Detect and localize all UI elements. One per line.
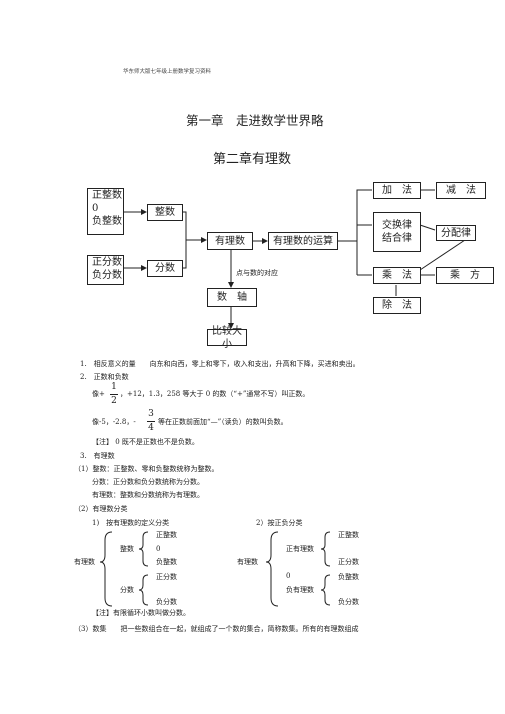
fraction-numerator: 3	[148, 409, 154, 419]
class2-negative-fraction: 负分数	[338, 598, 359, 606]
rational-operations-box: 有理数的运算	[268, 232, 338, 250]
subitem-1: （1）整数：正整数、零和负整数统称为整数。	[74, 465, 219, 473]
class2-positive-fraction: 正分数	[338, 558, 359, 566]
class1-positive-fraction: 正分数	[156, 573, 177, 581]
fraction-denominator: 2	[111, 396, 117, 406]
fraction-box: 分数	[147, 260, 183, 277]
box-line: 交换律	[382, 220, 412, 231]
class1-root: 有理数	[74, 558, 95, 566]
fraction-bar	[110, 394, 118, 395]
positive-example-text: ，+12，1.3，258 等大于 0 的数（“+”通常不写）叫正数。	[120, 390, 310, 398]
brace	[320, 531, 331, 567]
brace	[99, 531, 113, 607]
fraction-denominator: 4	[148, 423, 154, 433]
item-2: 2. 正数和负数	[80, 373, 129, 381]
fraction-bar	[147, 421, 155, 422]
box-line: 正整数	[92, 190, 122, 201]
class2-negative-integer: 负整数	[338, 573, 359, 581]
multiplication-box: 乘 法	[373, 267, 421, 284]
compare-size-box: 比较大小	[207, 326, 247, 350]
box-line: 负整数	[92, 216, 122, 227]
class1-fraction: 分数	[120, 586, 134, 594]
brace	[320, 574, 331, 606]
positive-negative-fraction-box: 正分数 负分数	[87, 255, 124, 285]
point-correspondence-label: 点与数的对应	[236, 269, 278, 277]
class1-negative-integer: 负整数	[156, 558, 177, 566]
item-1: 1. 相反意义的量 向东和向西，零上和零下，收入和支出，升高和下降，买进和卖出。	[80, 360, 360, 368]
positive-zero-negative-integer-box: 正整数 0 负整数	[87, 188, 124, 235]
class1-integer: 整数	[120, 545, 134, 553]
note-zero: 【注】 0 既不是正数也不是负数。	[92, 438, 199, 446]
class1-zero: 0	[156, 545, 161, 553]
subitem-1-fraction: 分数：正分数和负分数统称为分数。	[92, 478, 204, 486]
class2-root: 有理数	[237, 558, 258, 566]
distributive-box: 分配律	[436, 225, 476, 241]
positive-example-prefix: 像+	[92, 390, 105, 398]
classification-2-title: 2）按正负分类	[256, 519, 303, 527]
class1-negative-fraction: 负分数	[156, 598, 177, 606]
item-3: 3. 有理数	[80, 452, 115, 460]
subitem-1-rational: 有理数：整数和分数统称为有理数。	[92, 491, 204, 499]
power-box: 乘 方	[436, 267, 494, 284]
class2-positive: 正有理数	[286, 545, 314, 553]
subitem-2: （2）有理数分类	[74, 505, 128, 513]
box-line: 正分数	[92, 257, 122, 268]
rational-number-box: 有理数	[207, 232, 253, 250]
number-axis-box: 数 轴	[207, 288, 257, 307]
negative-example-text: 等在正数前面加“—”（读负）的数叫负数。	[158, 418, 288, 426]
page-header: 华东师大版七年级上册数学复习资料	[123, 69, 212, 75]
addition-box: 加 法	[373, 182, 421, 199]
classification-1-title: 1) 按有理数的定义分类	[92, 519, 170, 527]
brace	[138, 574, 149, 606]
note-finite-decimal: 【注】有限循环小数叫做分数。	[92, 609, 190, 617]
chapter-2-title: 第二章有理数	[213, 152, 292, 167]
box-line: 负分数	[92, 270, 122, 281]
subtraction-box: 减 法	[436, 182, 486, 199]
class1-positive-integer: 正整数	[156, 531, 177, 539]
brace	[265, 531, 279, 607]
box-line: 0	[92, 203, 99, 214]
subitem-3: （3）数集 把一些数组合在一起，就组成了一个数的集合，简称数集。所有的有理数组成	[74, 625, 359, 633]
laws-box: 交换律 结合律	[373, 212, 421, 252]
integer-box: 整数	[147, 204, 183, 221]
class2-negative: 负有理数	[286, 586, 314, 594]
class2-zero: 0	[286, 572, 291, 580]
fraction-numerator: 1	[111, 382, 117, 392]
division-box: 除 法	[373, 297, 421, 314]
brace	[138, 531, 149, 567]
class2-positive-integer: 正整数	[338, 531, 359, 539]
negative-example-prefix: 像-5，-2.8，-	[92, 418, 136, 426]
chapter-1-title: 第一章 走进数学世界略	[186, 113, 324, 128]
box-line: 结合律	[382, 233, 412, 244]
